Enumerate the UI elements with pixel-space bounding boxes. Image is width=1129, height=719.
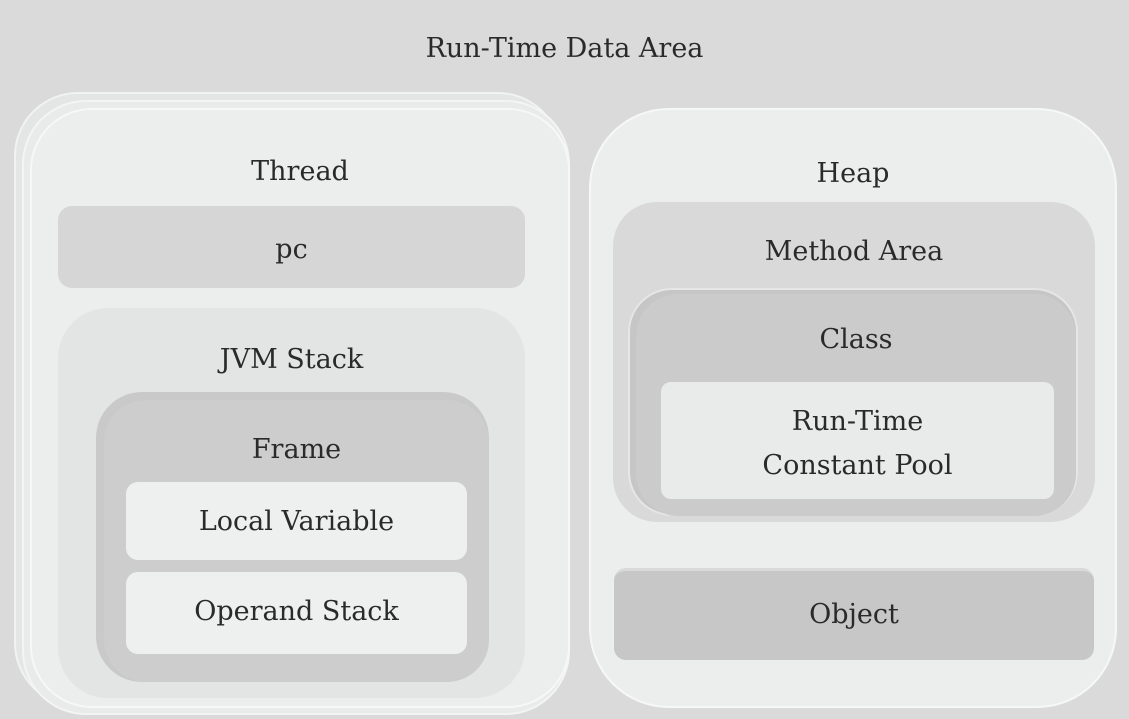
local-variable-label: Local Variable (198, 506, 395, 537)
run-time-constant-pool-line1: Run-Time (791, 406, 924, 437)
method-area-label: Method Area (764, 236, 944, 267)
heap-label: Heap (816, 158, 890, 189)
run-time-constant-pool-line2: Constant Pool (762, 450, 953, 481)
thread-label: Thread (251, 156, 349, 187)
pc-label: pc (275, 234, 308, 265)
object-label: Object (809, 599, 899, 630)
pc-box: pc (58, 206, 525, 288)
jvm-stack-label: JVM Stack (219, 344, 364, 375)
local-variable-box: Local Variable (126, 482, 467, 560)
object-box: Object (614, 568, 1094, 660)
operand-stack-box: Operand Stack (126, 572, 467, 654)
diagram-title: Run-Time Data Area (425, 33, 704, 64)
class-label: Class (819, 324, 893, 355)
frame-label: Frame (251, 434, 342, 465)
run-time-constant-pool-box: Run-Time Constant Pool (661, 382, 1054, 499)
operand-stack-label: Operand Stack (194, 596, 399, 627)
